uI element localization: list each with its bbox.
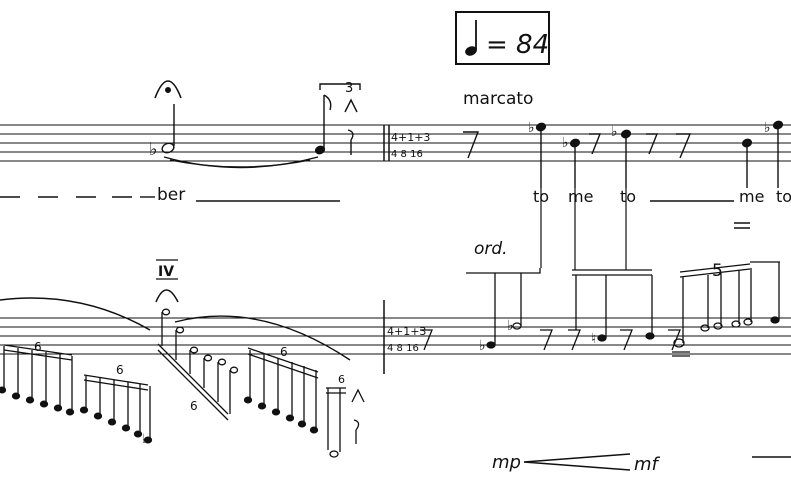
lower-note-group-c: 6	[157, 308, 239, 421]
tuplet-label-f: 5	[712, 261, 723, 281]
svg-text:♮: ♮	[591, 331, 596, 347]
lower-note-group-d: 6	[243, 345, 319, 434]
svg-text:♭: ♭	[149, 139, 158, 160]
tuplet-label-b: 6	[116, 363, 124, 377]
tuplet-label-e: 6	[338, 373, 345, 386]
ordinario-label: ord.	[474, 239, 508, 259]
string-number: IV	[158, 264, 174, 280]
tempo-value: = 84	[486, 30, 549, 60]
lyric-ber: ber	[157, 185, 185, 205]
lyric-me-1: me	[568, 187, 593, 206]
string-marking: IV	[155, 259, 179, 303]
fermata-symbol	[154, 80, 182, 99]
triplet-label: 3	[345, 81, 353, 96]
dynamics-hairpin: mp mf	[492, 452, 791, 475]
upper-time-signature: 4+1+3 4 8 16	[391, 131, 430, 160]
lower-meter-top: 4+1+3	[387, 325, 426, 338]
lyric-to-3: to	[776, 187, 791, 206]
svg-text:♭: ♭	[611, 124, 618, 140]
lower-note-group-b: 6 ♭	[79, 363, 153, 447]
tuplet-label-a: 6	[34, 340, 42, 354]
lyrics-row: ber to me to me to	[0, 185, 791, 229]
svg-text:♭: ♭	[507, 318, 514, 334]
phrase-slurs	[0, 297, 351, 361]
tuplet-label-c: 6	[190, 399, 198, 413]
svg-text:♭: ♭	[764, 120, 771, 136]
lower-meter-bottom: 4 8 16	[387, 343, 419, 354]
lyric-to-2: to	[620, 187, 636, 206]
dynamic-mp: mp	[492, 452, 521, 473]
svg-text:♭: ♭	[528, 120, 535, 136]
lower-time-signature: 4+1+3 4 8 16	[387, 325, 426, 354]
dynamic-mf: mf	[634, 454, 661, 475]
lower-note-group-a: 6	[0, 340, 75, 416]
upper-meter-top: 4+1+3	[391, 131, 430, 144]
tuplet-label-d: 6	[280, 345, 288, 359]
upper-notes-right: ♭ ♭ ♭ ♭	[463, 120, 784, 188]
marcato-label: marcato	[463, 89, 533, 109]
lower-notes-right: 5 ♭ ♭ ♮	[420, 188, 780, 357]
lower-note-group-e: 6	[326, 373, 365, 458]
svg-text:♭: ♭	[562, 135, 569, 151]
tempo-marking: = 84	[455, 11, 550, 65]
upper-notes-left: ♭ 3	[149, 81, 361, 169]
upper-meter-bottom: 4 8 16	[391, 149, 423, 160]
svg-text:♭: ♭	[479, 338, 486, 354]
lyric-me-2: me	[739, 187, 764, 206]
upper-staff	[0, 124, 791, 162]
lower-staff	[0, 300, 791, 374]
